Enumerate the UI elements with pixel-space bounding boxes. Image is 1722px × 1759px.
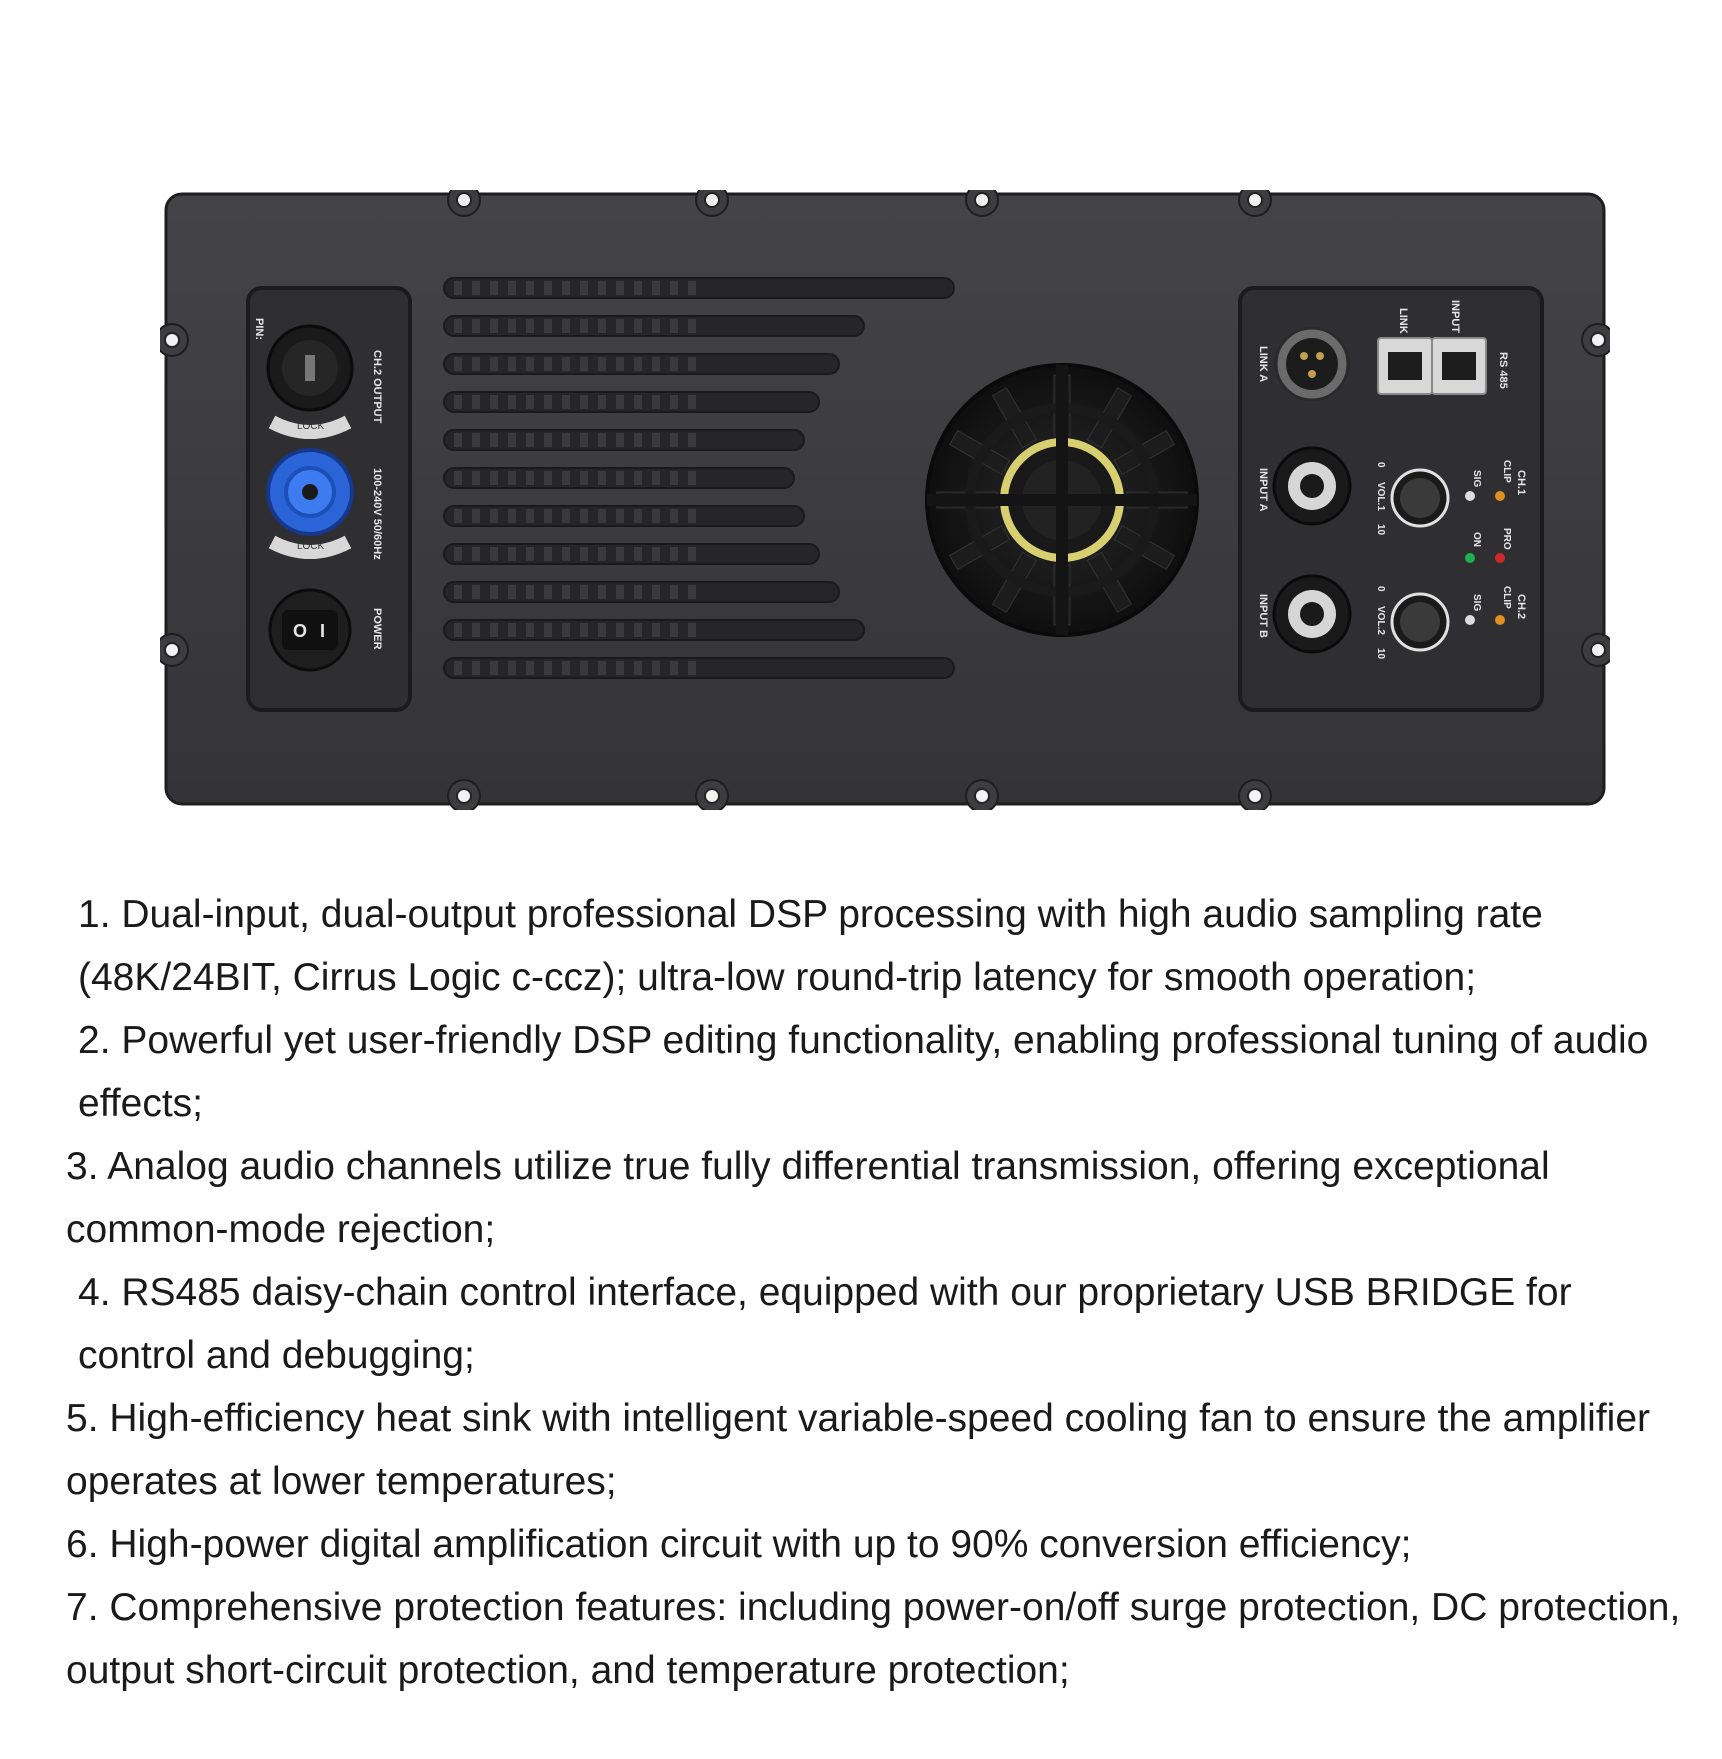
rs485-input-port[interactable] [1431,337,1487,395]
vol2-label: VOL.2 [1375,606,1386,635]
feature-list: 1. Dual-input, dual-output professional … [66,883,1686,1702]
ch1-clip-label: CLIP [1501,460,1512,483]
link-a-xlr-connector[interactable] [1274,326,1350,402]
input-a-label: INPUT A [1257,468,1269,512]
ch2-sig-led [1465,615,1475,625]
ch1-label: CH.1 [1515,470,1527,495]
feature-item: 6. High-power digital amplification circ… [66,1523,1412,1566]
power-label: POWER [371,608,383,650]
ch2-clip-led [1495,615,1505,625]
volume-1-knob[interactable] [1390,468,1450,528]
left-panel: O I CH.2 OUTPUT PIN: 100-240V 50/60Hz PO… [246,286,412,712]
link-a-label: LINK A [1257,346,1269,382]
amplifier-module-photo: O I CH.2 OUTPUT PIN: 100-240V 50/60Hz PO… [160,190,1610,810]
input-b-combo-jack[interactable] [1272,574,1352,654]
on-label: ON [1471,532,1482,547]
ch1-clip-led [1495,491,1505,501]
feature-item: 1. Dual-input, dual-output professional … [78,893,1543,999]
ch1-sig-led [1465,491,1475,501]
pro-led [1495,553,1505,563]
output-label: CH.2 OUTPUT [371,350,383,424]
vol1-max-label: 10 [1375,524,1386,536]
ch2-sig-label: SIG [1471,594,1482,611]
powercon-input-connector[interactable] [266,448,354,559]
switch-off-label: O [293,621,307,641]
vol1-min-label: 0 [1375,462,1386,468]
cooling-fan [925,363,1199,637]
feature-item: 5. High-efficiency heat sink with intell… [66,1397,1650,1503]
rs485-link-port[interactable] [1377,337,1433,395]
right-panel: RS 485 INPUT LINK LINK A INPUT A INPUT B… [1238,286,1544,712]
vol2-max-label: 10 [1375,648,1386,660]
mounting-tabs [160,190,1610,810]
ch1-sig-label: SIG [1471,470,1482,487]
speakon-output-connector[interactable] [266,324,354,439]
switch-on-label: I [320,621,325,641]
ch2-label: CH.2 [1515,594,1527,619]
rs485-label: RS 485 [1497,352,1509,389]
input-port-label: INPUT [1449,300,1461,333]
heat-sink-vents [443,277,955,679]
on-led [1465,553,1475,563]
feature-item: 4. RS485 daisy-chain control interface, … [78,1271,1572,1377]
feature-item: 7. Comprehensive protection features: in… [66,1586,1681,1692]
lock-label-2: LOCK [297,541,325,552]
input-a-combo-jack[interactable] [1272,446,1352,526]
feature-item: 2. Powerful yet user-friendly DSP editin… [78,1019,1649,1125]
pin-label: PIN: [253,318,265,340]
volume-2-knob[interactable] [1390,592,1450,652]
lock-label-1: LOCK [297,421,325,432]
feature-item: 3. Analog audio channels utilize true fu… [66,1145,1550,1251]
vol1-label: VOL.1 [1375,482,1386,511]
ch2-clip-label: CLIP [1501,586,1512,609]
power-switch[interactable]: O I [268,588,352,672]
power-in-label: 100-240V 50/60Hz [371,468,383,560]
vol2-min-label: 0 [1375,586,1386,592]
input-b-label: INPUT B [1257,594,1269,638]
link-port-label: LINK [1397,308,1409,334]
pro-label: PRO [1501,528,1512,550]
